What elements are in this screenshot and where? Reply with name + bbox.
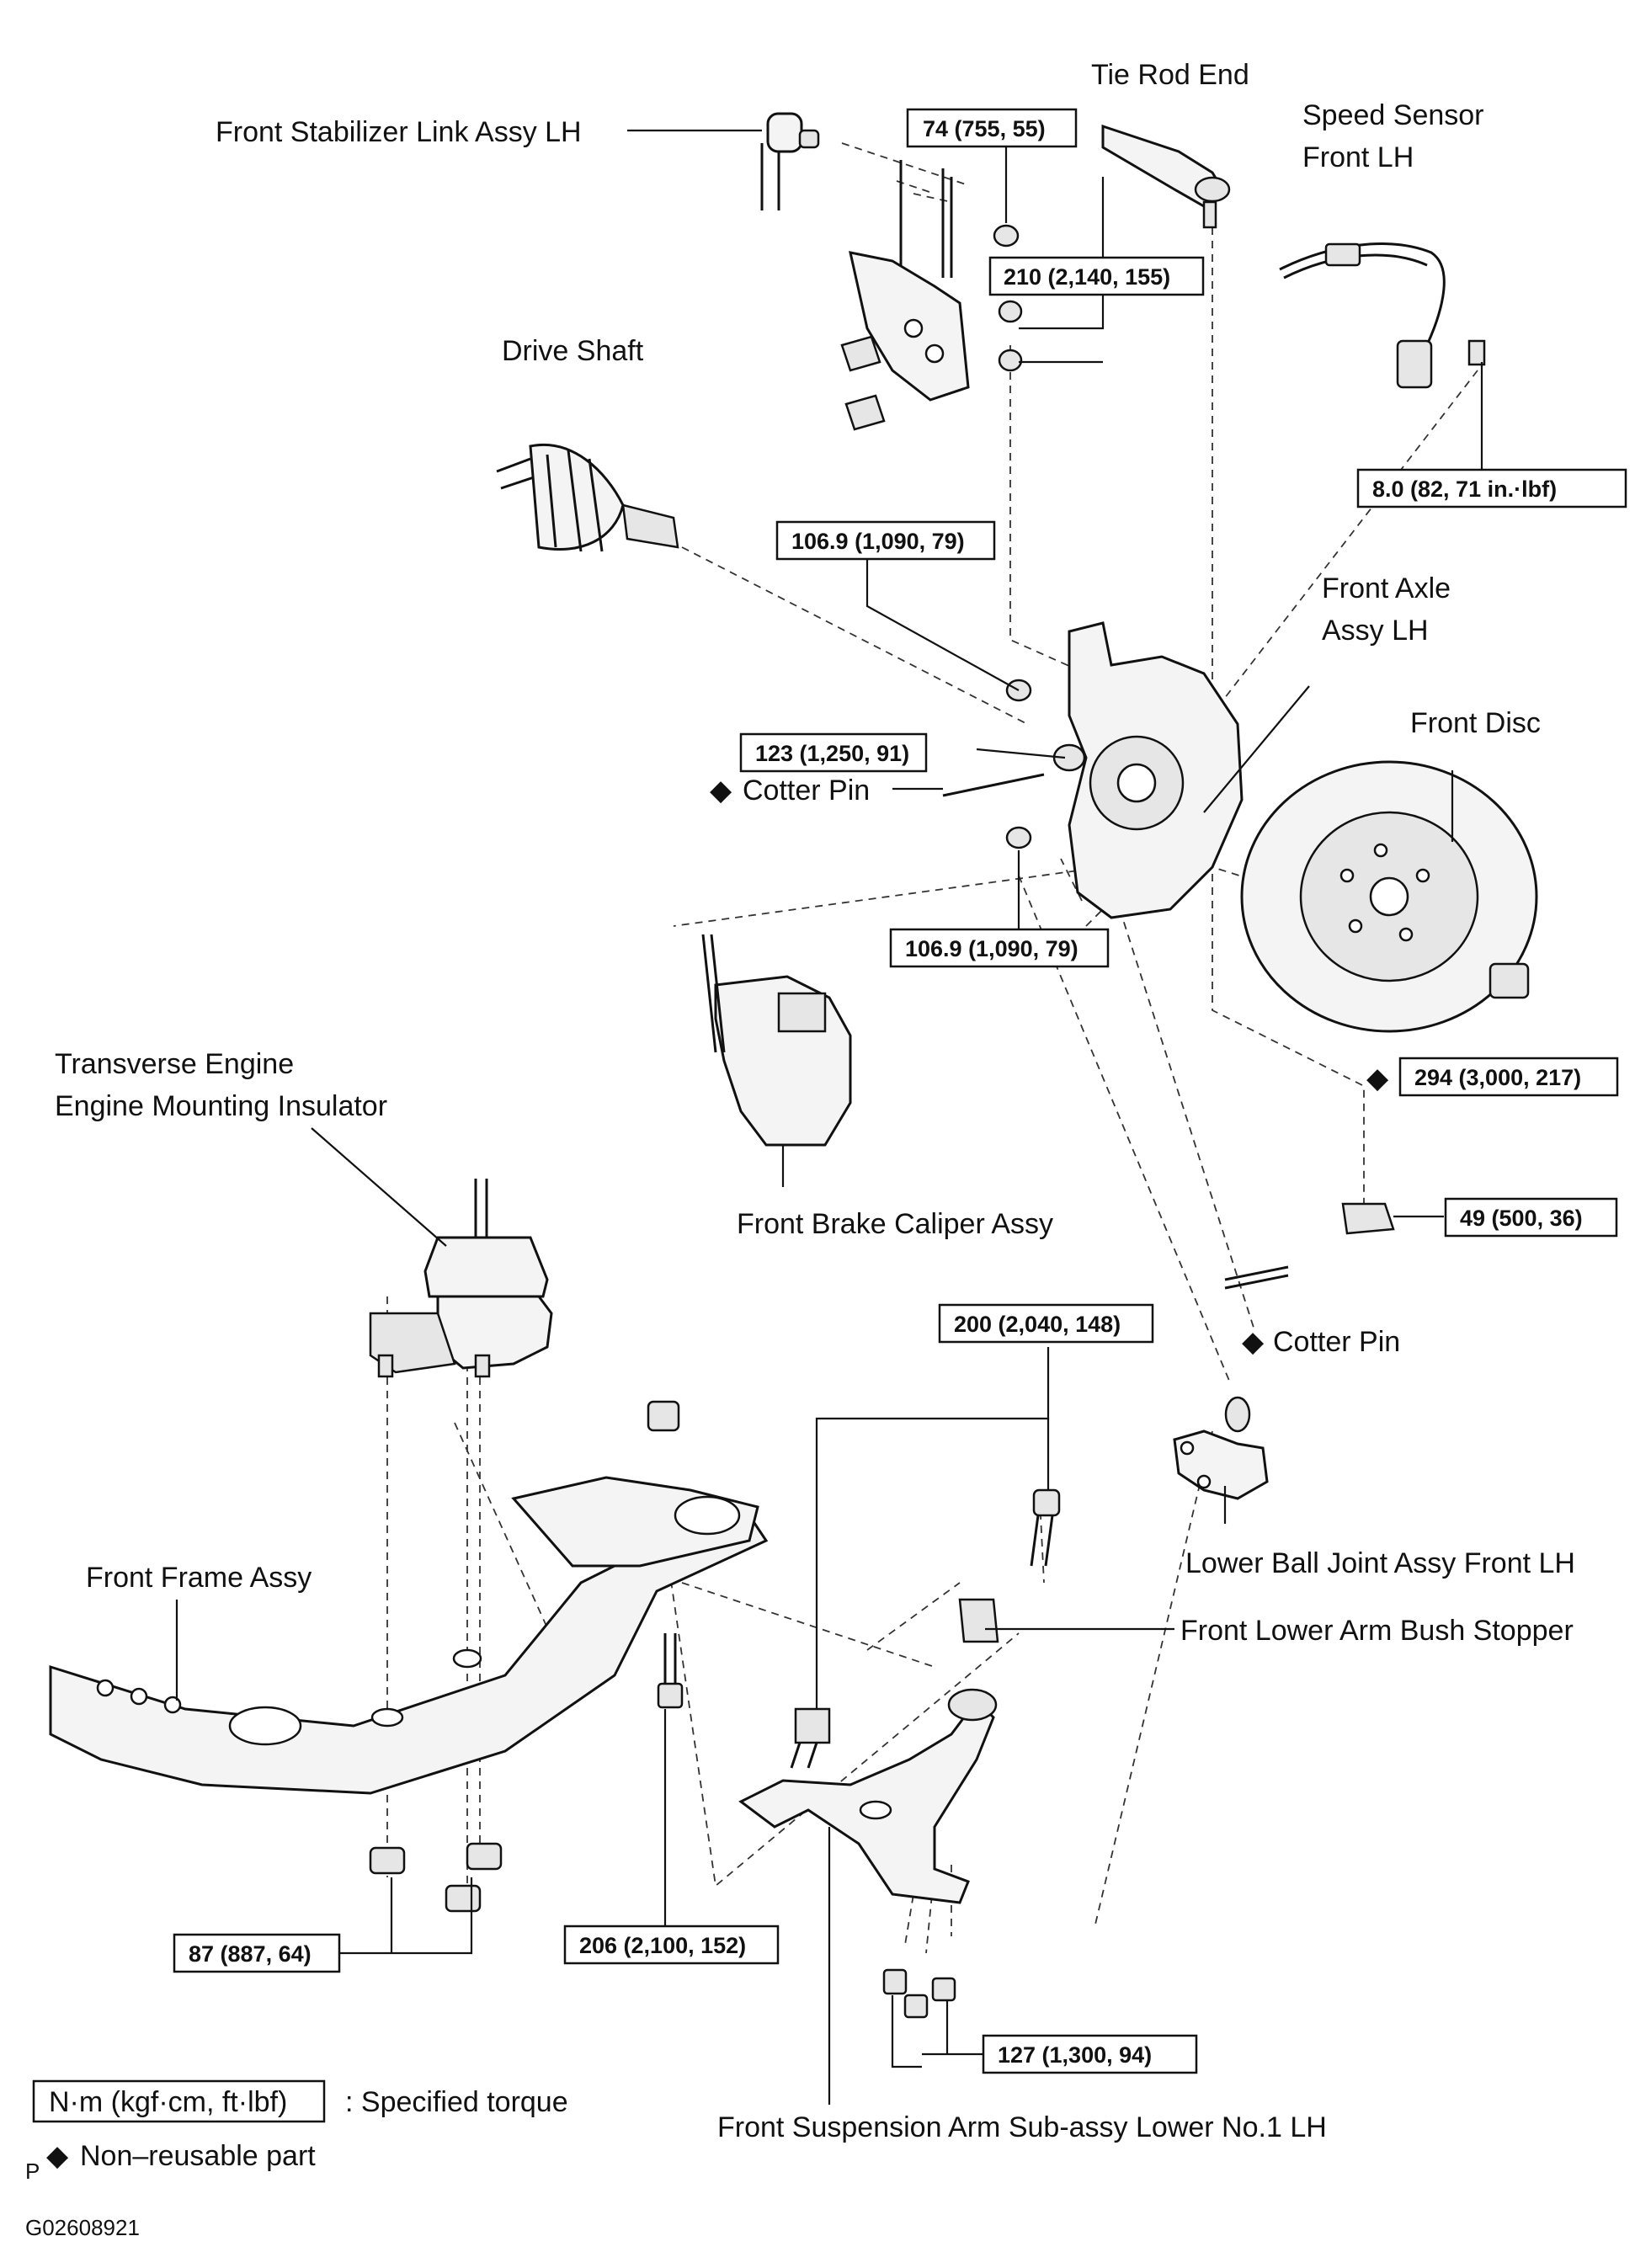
label-drive-shaft: Drive Shaft (502, 335, 644, 367)
lower-ball-joint-part (1173, 1396, 1269, 1500)
label-front-frame: Front Frame Assy (86, 1562, 312, 1594)
svg-text:206 (2,100, 152): 206 (2,100, 152) (579, 1933, 746, 1958)
label-transverse-line2: Engine Mounting Insulator (55, 1090, 387, 1122)
svg-text:87 (887, 64): 87 (887, 64) (189, 1941, 312, 1967)
svg-text:294 (3,000, 217): 294 (3,000, 217) (1414, 1065, 1581, 1090)
label-front-axle-line1: Front Axle (1322, 572, 1451, 604)
torque-206: 206 (2,100, 152) (563, 1925, 780, 1965)
drive-shaft-part (496, 444, 679, 552)
torque-8: 8.0 (82, 71 in.·lbf) (1356, 468, 1627, 508)
torque-210: 210 (2,140, 155) (988, 256, 1205, 296)
label-speed-sensor-line2: Front LH (1302, 141, 1414, 173)
legend: N·m (kgf·cm, ft·lbf) : Specified torque … (25, 2079, 568, 2184)
label-front-axle-line2: Assy LH (1322, 615, 1429, 647)
svg-text:74 (755, 55): 74 (755, 55) (923, 116, 1046, 141)
torque-127: 127 (1,300, 94) (982, 2034, 1198, 2074)
torque-294: ◆ 294 (3,000, 217) (1366, 1057, 1619, 1097)
svg-text:106.9 (1,090, 79): 106.9 (1,090, 79) (791, 529, 965, 554)
front-frame-part (49, 1400, 769, 1795)
leader-lines (175, 129, 1483, 2105)
engine-mount-part (369, 1179, 553, 1378)
label-cotter-pin-upper: Cotter Pin (743, 775, 870, 807)
svg-text:49 (500, 36): 49 (500, 36) (1460, 1206, 1583, 1231)
torque-1069-lower: 106.9 (1,090, 79) (889, 928, 1110, 968)
figure-id: G02608921 (25, 2215, 140, 2240)
svg-text:123 (1,250, 91): 123 (1,250, 91) (755, 741, 909, 766)
svg-text:8.0 (82, 71 in.·lbf): 8.0 (82, 71 in.·lbf) (1372, 476, 1557, 502)
label-bush-stopper: Front Lower Arm Bush Stopper (1180, 1615, 1574, 1647)
torque-200: 200 (2,040, 148) (938, 1303, 1154, 1344)
label-tie-rod-end: Tie Rod End (1091, 59, 1249, 91)
torque-74: 74 (755, 55) (906, 108, 1078, 148)
label-suspension-arm: Front Suspension Arm Sub-assy Lower No.1… (717, 2111, 1327, 2143)
torque-123: 123 (1,250, 91) (739, 732, 928, 773)
tie-rod-end-part (1101, 124, 1231, 229)
diamond-cotter-pin-lower: ◆ (1242, 1326, 1265, 1358)
torque-87: 87 (887, 64) (173, 1933, 341, 1973)
label-cotter-pin-lower: Cotter Pin (1273, 1326, 1400, 1358)
legend-marker-prefix: P (25, 2159, 40, 2184)
svg-text:200 (2,040, 148): 200 (2,040, 148) (954, 1312, 1121, 1337)
legend-diamond: ◆ (46, 2140, 69, 2172)
diamond-cotter-pin-upper: ◆ (710, 775, 732, 807)
label-speed-sensor-line1: Speed Sensor (1302, 99, 1484, 131)
strut-bracket-part (840, 160, 1023, 431)
front-brake-caliper-part (701, 934, 852, 1147)
svg-text:127 (1,300, 94): 127 (1,300, 94) (998, 2042, 1152, 2068)
speed-sensor-part (1279, 242, 1486, 389)
svg-text:106.9 (1,090, 79): 106.9 (1,090, 79) (905, 936, 1078, 961)
lower-arm-part (738, 1688, 998, 2019)
svg-text:210 (2,140, 155): 210 (2,140, 155) (1004, 264, 1170, 290)
label-lower-ball-joint: Lower Ball Joint Assy Front LH (1185, 1547, 1575, 1579)
legend-nonreusable: Non–reusable part (80, 2140, 316, 2172)
label-front-stabilizer-link: Front Stabilizer Link Assy LH (216, 116, 582, 148)
front-axle-part (942, 621, 1244, 919)
legend-unit-box: N·m (kgf·cm, ft·lbf) (49, 2086, 287, 2118)
stabilizer-link-part (760, 112, 820, 210)
diamond-294: ◆ (1366, 1062, 1389, 1094)
torque-1069-upper: 106.9 (1,090, 79) (775, 520, 996, 561)
label-transverse-line1: Transverse Engine (55, 1048, 294, 1080)
label-front-brake-caliper: Front Brake Caliper Assy (737, 1208, 1053, 1240)
front-disc-part (1240, 760, 1538, 1033)
legend-unit-desc: : Specified torque (345, 2086, 568, 2118)
label-front-disc: Front Disc (1410, 707, 1541, 739)
castle-nut-part (1224, 1202, 1395, 1290)
torque-49: 49 (500, 36) (1444, 1197, 1618, 1238)
